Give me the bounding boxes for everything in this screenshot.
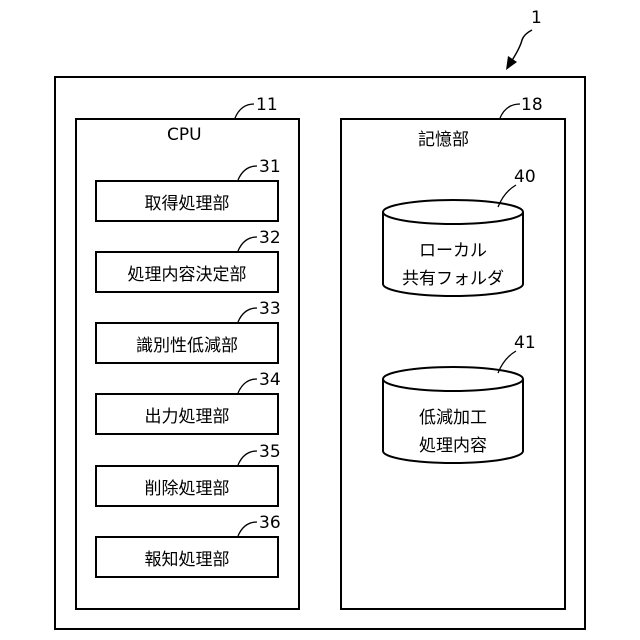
cylinder-ref: 40 xyxy=(514,167,536,187)
unit-ref-leader xyxy=(238,166,257,180)
unit-ref: 32 xyxy=(259,228,281,248)
cylinder-label-line: 処理内容 xyxy=(383,432,523,460)
unit-ref: 35 xyxy=(259,442,281,462)
cylinder-label-local-shared-folder: ローカル 共有フォルダ xyxy=(383,237,523,293)
unit-ref-leader xyxy=(238,451,257,465)
unit-ref: 31 xyxy=(259,157,281,177)
unit-ref: 36 xyxy=(259,513,281,533)
device-ref: 1 xyxy=(531,8,542,28)
device-ref-arrowhead xyxy=(506,56,517,70)
cpu-ref: 11 xyxy=(256,95,278,115)
cylinder-ref: 41 xyxy=(514,333,536,353)
device-ref-leader xyxy=(511,30,532,62)
unit-ref-leader xyxy=(238,237,257,251)
unit-ref: 34 xyxy=(259,370,281,390)
unit-ref: 33 xyxy=(259,299,281,319)
storage-ref: 18 xyxy=(521,95,543,115)
storage-ref-leader xyxy=(500,104,520,118)
cylinder-label-line: 共有フォルダ xyxy=(383,265,523,293)
unit-ref-leader xyxy=(238,379,257,393)
unit-ref-leader xyxy=(238,522,257,536)
cylinder-label-line: 低減加工 xyxy=(383,404,523,432)
cylinder-label-reduction-content: 低減加工 処理内容 xyxy=(383,404,523,460)
unit-ref-leader xyxy=(238,308,257,322)
cylinder-label-line: ローカル xyxy=(383,237,523,265)
cpu-ref-leader xyxy=(235,104,254,118)
